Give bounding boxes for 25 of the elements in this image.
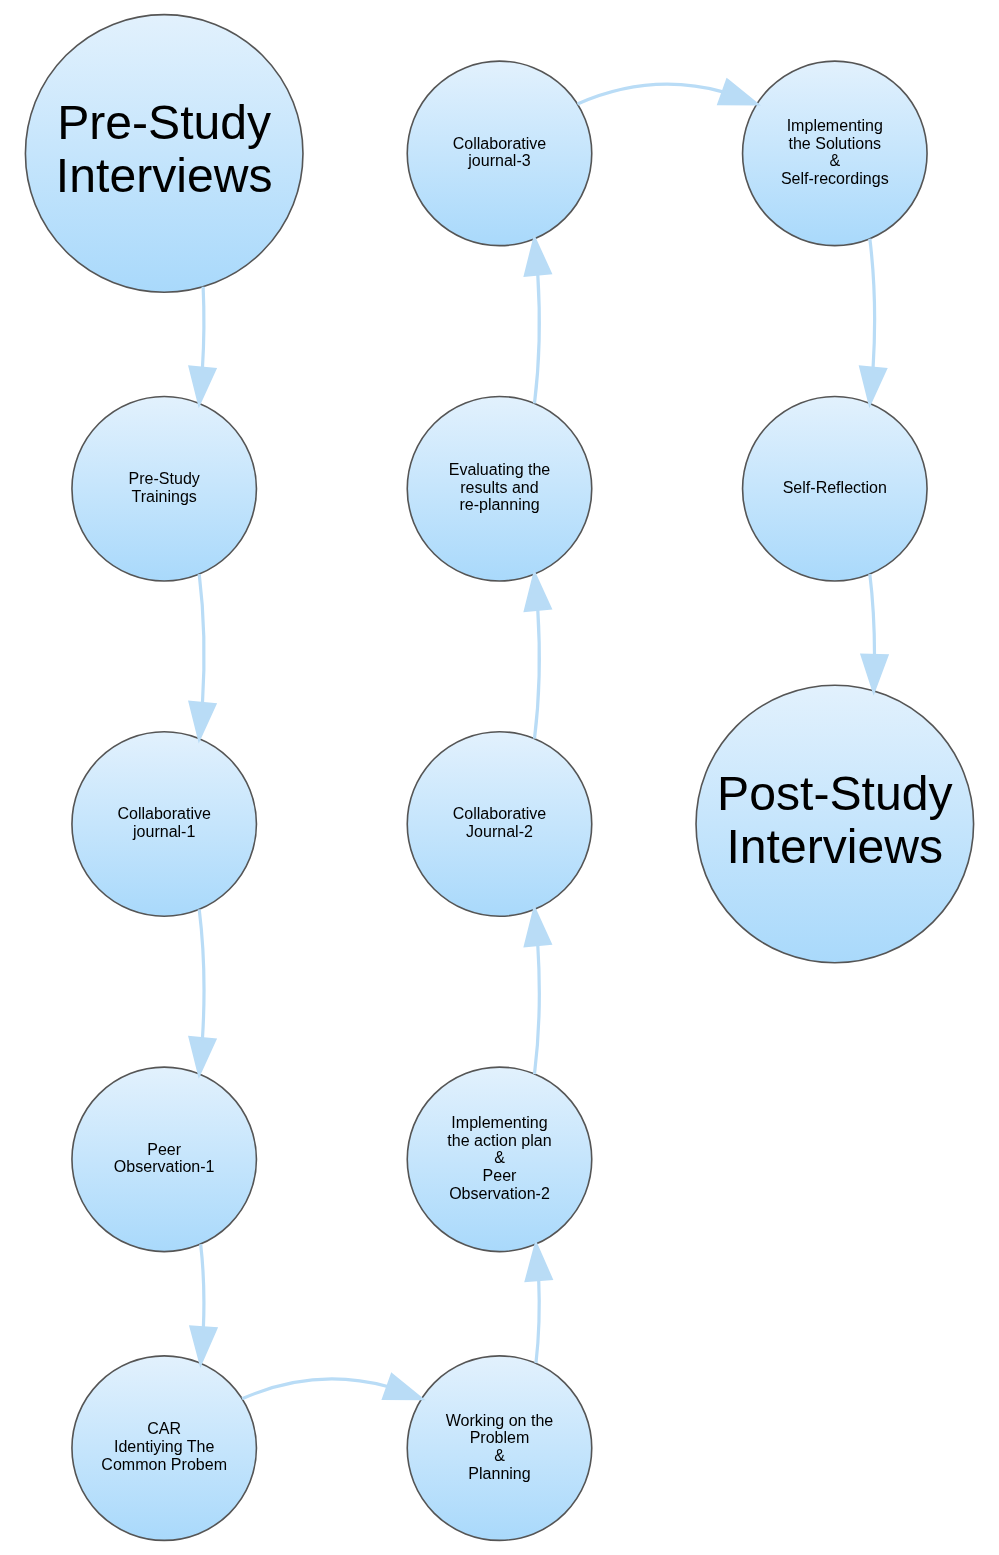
node-circle: Peer Observation-1 bbox=[71, 1066, 258, 1253]
arrow bbox=[523, 904, 553, 1075]
node-circle: Evaluating the results and re-planning bbox=[406, 395, 593, 582]
node-circle: CAR Identiying The Common Probem bbox=[71, 1355, 258, 1542]
arrow bbox=[524, 1239, 554, 1364]
node-circle: Self-Reflection bbox=[741, 395, 928, 582]
arrow bbox=[188, 909, 218, 1079]
arrow bbox=[188, 286, 218, 409]
arrow bbox=[523, 233, 553, 404]
node-circle: Post-Study Interviews bbox=[695, 684, 975, 964]
node-circle: Pre-Study Interviews bbox=[24, 13, 304, 293]
arrow bbox=[523, 569, 553, 739]
node-circle: Pre-Study Trainings bbox=[71, 395, 258, 582]
arrow bbox=[188, 1244, 219, 1368]
arrow bbox=[188, 573, 218, 744]
node-circle: Implementing the Solutions & Self-recordings bbox=[741, 60, 928, 247]
arrow bbox=[859, 573, 890, 696]
node-circle: Working on the Problem & Planning bbox=[406, 1355, 593, 1542]
node-circle: Collaborative journal-1 bbox=[71, 731, 258, 918]
arrow bbox=[576, 77, 761, 106]
node-circle: Collaborative journal-3 bbox=[406, 60, 593, 247]
arrow bbox=[241, 1372, 426, 1401]
arrow bbox=[858, 238, 888, 409]
node-circle: Collaborative Journal-2 bbox=[406, 731, 593, 918]
node-circle: Implementing the action plan & Peer Observation-2 bbox=[406, 1066, 593, 1253]
